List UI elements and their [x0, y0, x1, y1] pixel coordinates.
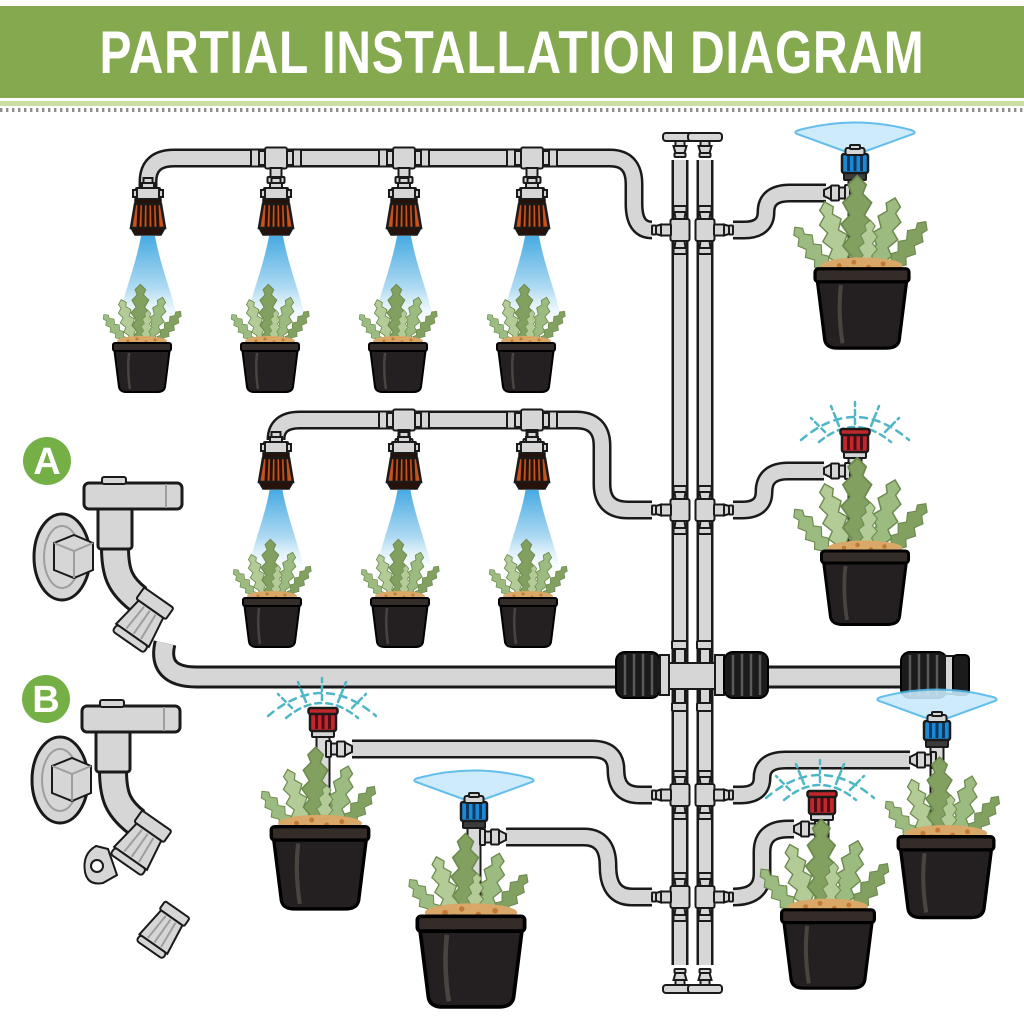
barb-connector: [479, 828, 507, 846]
blue-sprinkler-icon: [459, 791, 489, 830]
barb-connector: [823, 462, 851, 480]
label-a-badge: [23, 437, 71, 485]
page-title: PARTIAL INSTALLATION DIAGRAM: [100, 19, 925, 86]
compression-cross-fitting: [615, 640, 769, 712]
red-dripper-icon: [806, 789, 838, 822]
detached-hose-connector: [136, 900, 190, 959]
faucet-b-callout: B: [22, 675, 191, 959]
blue-sprinkler-icon: [922, 710, 952, 749]
label-a-text: A: [33, 441, 60, 483]
compression-end-fitting: [900, 651, 970, 699]
dotted-divider: [0, 108, 1024, 112]
banner: PARTIAL INSTALLATION DIAGRAM: [0, 6, 1024, 112]
label-b-badge: [22, 675, 70, 723]
banner-underline: [0, 101, 1024, 106]
fittings: [250, 132, 970, 994]
quick-connect-clip: [83, 844, 119, 885]
barb-connector: [325, 740, 353, 758]
faucet-a-callout: A: [23, 437, 182, 653]
label-b-text: B: [32, 679, 59, 721]
red-dripper-icon: [307, 706, 339, 739]
tubing-network: [138, 148, 910, 965]
red-dripper-icon: [839, 427, 871, 460]
blue-sprinkler-icon: [840, 143, 870, 182]
banner-background: [0, 6, 1024, 98]
